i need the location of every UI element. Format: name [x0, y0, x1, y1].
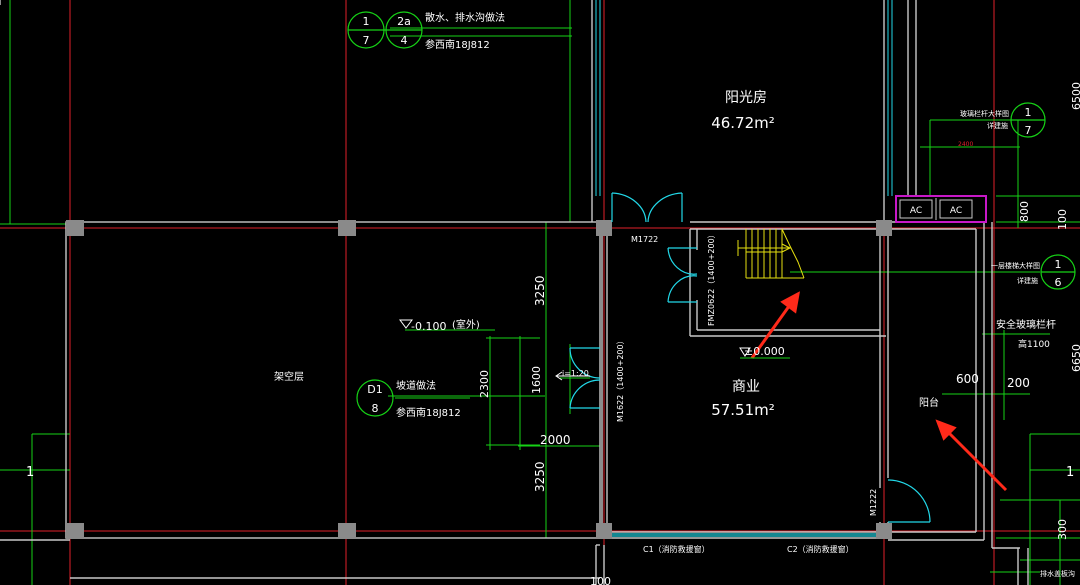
room-open-floor-name: 架空层 — [274, 370, 304, 383]
ac-ledge — [895, 195, 987, 223]
door-label-fm: FMZ0622（1400+200） — [707, 230, 716, 326]
callout-circle — [356, 379, 394, 417]
callout-ramp-bottom: 8 — [372, 402, 379, 415]
dim-300: 300 — [1056, 519, 1069, 540]
callout-drain-title: 散水、排水沟做法 — [425, 11, 505, 24]
ramp-slope-label: i=1:20 — [562, 369, 589, 378]
pillar — [338, 220, 356, 236]
ac-unit-box — [939, 199, 973, 219]
window-label-c1: C1（消防救援窗） — [643, 544, 710, 554]
door-label-m1622: M1622（1400+200） — [616, 336, 625, 422]
door-swing — [667, 247, 698, 275]
callout-drain-ref: 参西南18J812 — [425, 38, 490, 51]
ac-label: AC — [910, 206, 922, 216]
callout-stair-top: 1 — [1055, 258, 1062, 271]
callout-ramp-title: 坡道做法 — [396, 379, 436, 392]
room-sunroom-area: 46.72m² — [711, 114, 775, 132]
annotation-arrows — [750, 291, 1008, 492]
callout-rail-line1: 玻璃栏杆大样图 — [960, 109, 1009, 118]
callout-ramp-ref: 参西南18J812 — [396, 406, 461, 419]
dim-600: 600 — [956, 372, 979, 386]
dim-2000: 2000 — [540, 433, 571, 447]
doors — [569, 192, 931, 537]
dim-800: 800 — [1018, 201, 1031, 222]
dim-3250-bottom: 3250 — [533, 461, 547, 492]
callout-ramp-top: D1 — [367, 383, 382, 396]
arrow-shaft — [944, 428, 1008, 492]
callout-drain — [347, 11, 423, 49]
door-label-m1222: M1222 — [869, 489, 878, 516]
grid-label-right: 1 — [1066, 465, 1074, 480]
arrow-shaft — [750, 301, 794, 359]
pillar — [66, 523, 84, 539]
pillar — [338, 523, 356, 539]
callout-rail-top: 1 — [1025, 106, 1032, 119]
door-swing — [667, 275, 698, 303]
ac-unit-box — [899, 199, 933, 219]
pillar — [596, 523, 612, 539]
callout-rail-line2: 详建施 — [987, 121, 1008, 130]
ac-label: AC — [950, 206, 962, 216]
dim-6500: 6500 — [1070, 82, 1080, 110]
pillar — [876, 523, 892, 539]
callout-drain-bottom: 7 — [363, 34, 370, 47]
level-floor-value: ±0.000 — [744, 345, 785, 358]
pillar — [66, 220, 84, 236]
rail-note-line1: 安全玻璃栏杆 — [996, 318, 1056, 331]
stair-flight — [781, 228, 805, 279]
door-swing — [647, 192, 683, 223]
dim-100-right: 100 — [1056, 209, 1069, 230]
room-shop-area: 57.51m² — [711, 401, 775, 419]
callout-stair — [1040, 254, 1076, 290]
callout-stair-line2: 详建施 — [1017, 276, 1038, 285]
dim-2300: 2300 — [478, 370, 491, 398]
bottom-note: 排水盖板沟 — [1040, 569, 1075, 578]
room-balcony-name: 阳台 — [919, 396, 939, 409]
dim-6650: 6650 — [1070, 344, 1080, 372]
window-label-c2: C2（消防救援窗） — [787, 544, 854, 554]
stair — [737, 228, 805, 279]
stair-arrow-head — [781, 243, 792, 253]
level-mark-floor — [739, 347, 751, 357]
dim-3250-top: 3250 — [533, 275, 547, 306]
walls — [0, 0, 1029, 585]
callout-drain-bottom2: 4 — [401, 34, 408, 47]
callout-stair-bottom: 6 — [1055, 276, 1062, 289]
sunroom-glazing — [595, 0, 893, 196]
door-label-m1722: M1722 — [631, 235, 658, 244]
door-swing — [611, 192, 647, 223]
level-outdoor-note: (室外) — [452, 318, 480, 331]
pillar — [876, 220, 892, 236]
door-swing — [569, 379, 601, 409]
wall-outline — [65, 221, 603, 539]
callout-stair-line1: 一层楼梯大样图 — [991, 261, 1040, 270]
room-shop-name: 商业 — [732, 379, 760, 395]
pillar — [596, 220, 612, 236]
door-swing — [887, 479, 931, 523]
level-mark-outdoor — [399, 319, 413, 329]
pillars — [66, 220, 892, 539]
arrow-head — [780, 291, 801, 314]
grid-label-left: 1 — [26, 465, 34, 480]
callout-ramp — [356, 379, 394, 417]
level-outdoor-value: -0.100 — [411, 320, 446, 333]
ramp-slope-arrow — [555, 371, 563, 381]
dim-2400: 2400 — [958, 141, 973, 148]
callout-rail-bottom: 7 — [1025, 124, 1032, 137]
callout-drain-top2: 2a — [397, 15, 411, 28]
door-swing — [569, 347, 601, 379]
dim-100-bottom: 100 — [590, 575, 611, 585]
callout-drain-top: 1 — [363, 15, 370, 28]
arrow-head — [935, 419, 957, 441]
dim-200: 200 — [1007, 376, 1030, 390]
callout-rail — [1010, 102, 1046, 138]
rail-note-line2: 高1100 — [1018, 338, 1050, 350]
dim-1600: 1600 — [530, 366, 543, 394]
room-sunroom-name: 阳光房 — [725, 90, 767, 106]
